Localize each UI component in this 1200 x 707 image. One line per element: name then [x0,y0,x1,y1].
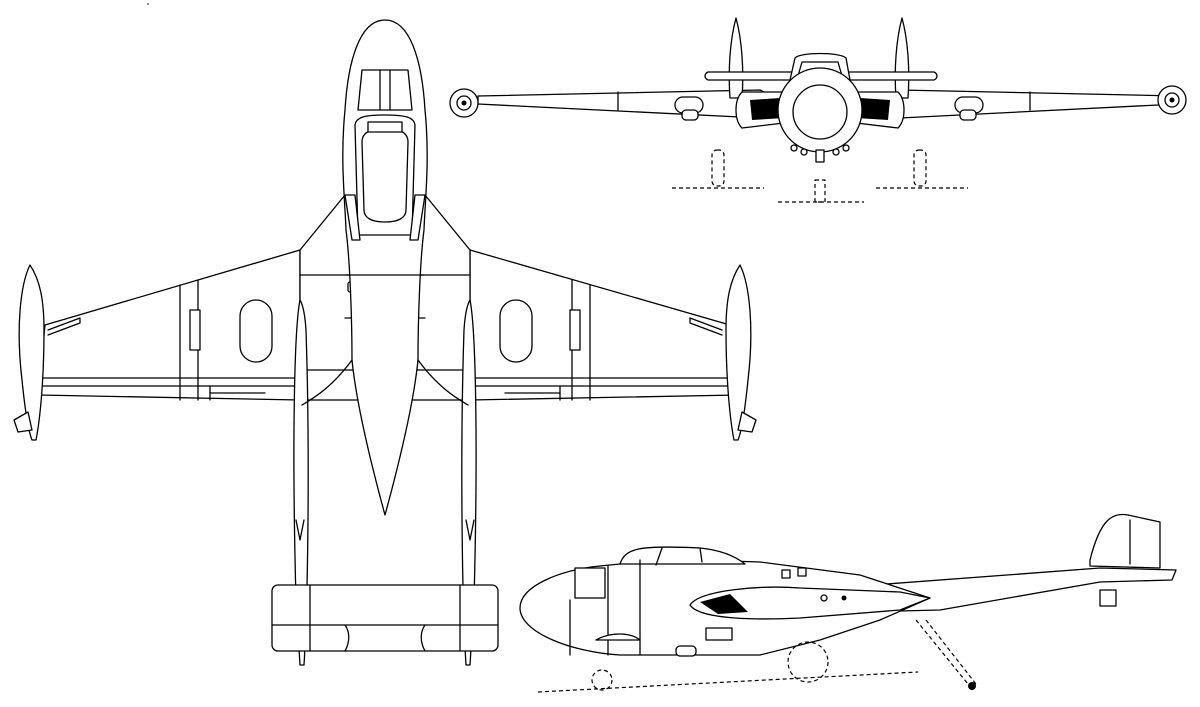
front-wingtip-tanks [449,85,1187,118]
corner-marks [147,3,149,5]
front-wings [477,89,1179,121]
side-view [519,513,1177,693]
left-wing [37,249,301,401]
left-wingtip-tank [13,264,45,441]
side-landing-gear [537,619,977,693]
fuselage [301,19,469,516]
tailplane [271,584,499,652]
side-intake [689,586,931,620]
front-intakes [735,91,905,129]
plan-view [13,19,757,666]
front-fuselage [777,52,863,163]
front-view [449,17,1187,203]
right-wingtip-tank [725,264,757,441]
front-landing-gear [672,149,968,203]
right-wing [469,249,739,401]
